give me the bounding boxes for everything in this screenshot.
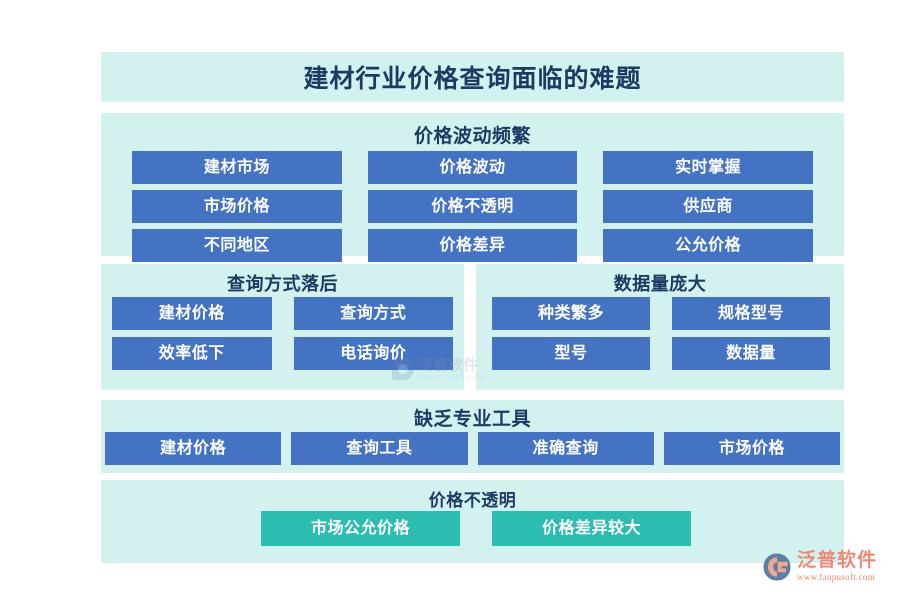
title-banner: 建材行业价格查询面临的难题 — [101, 52, 844, 102]
chip-column: 价格波动 价格不透明 价格差异 — [367, 151, 578, 262]
section-huge-data-volume: 数据量庞大 种类繁多 规格型号 型号 数据量 — [476, 264, 844, 390]
chip-item[interactable]: 实时掌握 — [603, 151, 814, 184]
chip-item[interactable]: 效率低下 — [112, 337, 272, 370]
chip-item[interactable]: 查询方式 — [293, 297, 453, 330]
section-lack-professional-tools: 缺乏专业工具 建材价格 查询工具 准确查询 市场价格 — [101, 400, 844, 473]
chip-row: 建材价格 查询方式 — [112, 297, 453, 330]
chip-grid: 建材价格 查询工具 准确查询 市场价格 — [105, 432, 840, 465]
chip-item[interactable]: 价格差异较大 — [492, 511, 691, 546]
chip-item[interactable]: 市场价格 — [132, 190, 342, 223]
section-heading: 数据量庞大 — [613, 274, 707, 294]
chip-item[interactable]: 建材价格 — [105, 432, 282, 465]
chip-item[interactable]: 价格波动 — [367, 151, 578, 184]
chip-column: 实时掌握 供应商 公允价格 — [603, 151, 814, 262]
chip-item[interactable]: 数据量 — [672, 337, 830, 370]
chip-grid: 建材价格 查询方式 效率低下 电话询价 — [112, 297, 453, 370]
chip-grid: 种类繁多 规格型号 型号 数据量 — [492, 297, 830, 370]
section-price-fluctuation: 价格波动频繁 建材市场 市场价格 不同地区 价格波动 价格不透明 价格差异 实时… — [101, 113, 844, 262]
section-heading: 价格不透明 — [428, 491, 517, 510]
page-title: 建材行业价格查询面临的难题 — [303, 65, 642, 93]
chip-item[interactable]: 电话询价 — [293, 337, 453, 370]
chip-grid: 市场公允价格 价格差异较大 — [261, 511, 691, 546]
section-outdated-query-method: 查询方式落后 建材价格 查询方式 效率低下 电话询价 — [101, 264, 464, 390]
chip-row: 效率低下 电话询价 — [112, 337, 453, 370]
section-heading: 价格波动频繁 — [413, 126, 531, 147]
brand-logo-text: 泛普软件 www.fanpusoft.com — [797, 551, 877, 582]
chip-item[interactable]: 准确查询 — [477, 432, 654, 465]
brand-company-name: 泛普软件 — [797, 550, 878, 571]
chip-item[interactable]: 种类繁多 — [492, 297, 650, 330]
chip-item[interactable]: 建材市场 — [132, 151, 342, 184]
chip-item[interactable]: 价格不透明 — [367, 190, 578, 223]
chip-item[interactable]: 市场公允价格 — [261, 511, 460, 546]
chip-item[interactable]: 公允价格 — [603, 229, 814, 262]
fanpu-logo-icon — [763, 553, 791, 580]
chip-item[interactable]: 市场价格 — [663, 432, 840, 465]
chip-row: 种类繁多 规格型号 — [492, 297, 830, 330]
section-heading: 查询方式落后 — [227, 274, 338, 294]
chip-column: 建材市场 市场价格 不同地区 — [132, 151, 342, 262]
brand-logo: 泛普软件 www.fanpusoft.com — [762, 551, 877, 582]
chip-item[interactable]: 不同地区 — [132, 229, 342, 262]
chip-item[interactable]: 规格型号 — [672, 297, 830, 330]
brand-website-url: www.fanpusoft.com — [797, 572, 876, 582]
chip-item[interactable]: 价格差异 — [367, 229, 578, 262]
section-heading: 缺乏专业工具 — [413, 409, 531, 430]
chip-item[interactable]: 查询工具 — [291, 432, 468, 465]
chip-grid: 建材市场 市场价格 不同地区 价格波动 价格不透明 价格差异 实时掌握 供应商 … — [132, 151, 814, 262]
section-opaque-pricing: 价格不透明 市场公允价格 价格差异较大 — [101, 480, 844, 563]
chip-item[interactable]: 型号 — [492, 337, 650, 370]
infographic-root: 建材行业价格查询面临的难题 价格波动频繁 建材市场 市场价格 不同地区 价格波动… — [101, 52, 844, 563]
chip-row: 型号 数据量 — [492, 337, 830, 370]
chip-item[interactable]: 供应商 — [603, 190, 814, 223]
chip-item[interactable]: 建材价格 — [112, 297, 272, 330]
